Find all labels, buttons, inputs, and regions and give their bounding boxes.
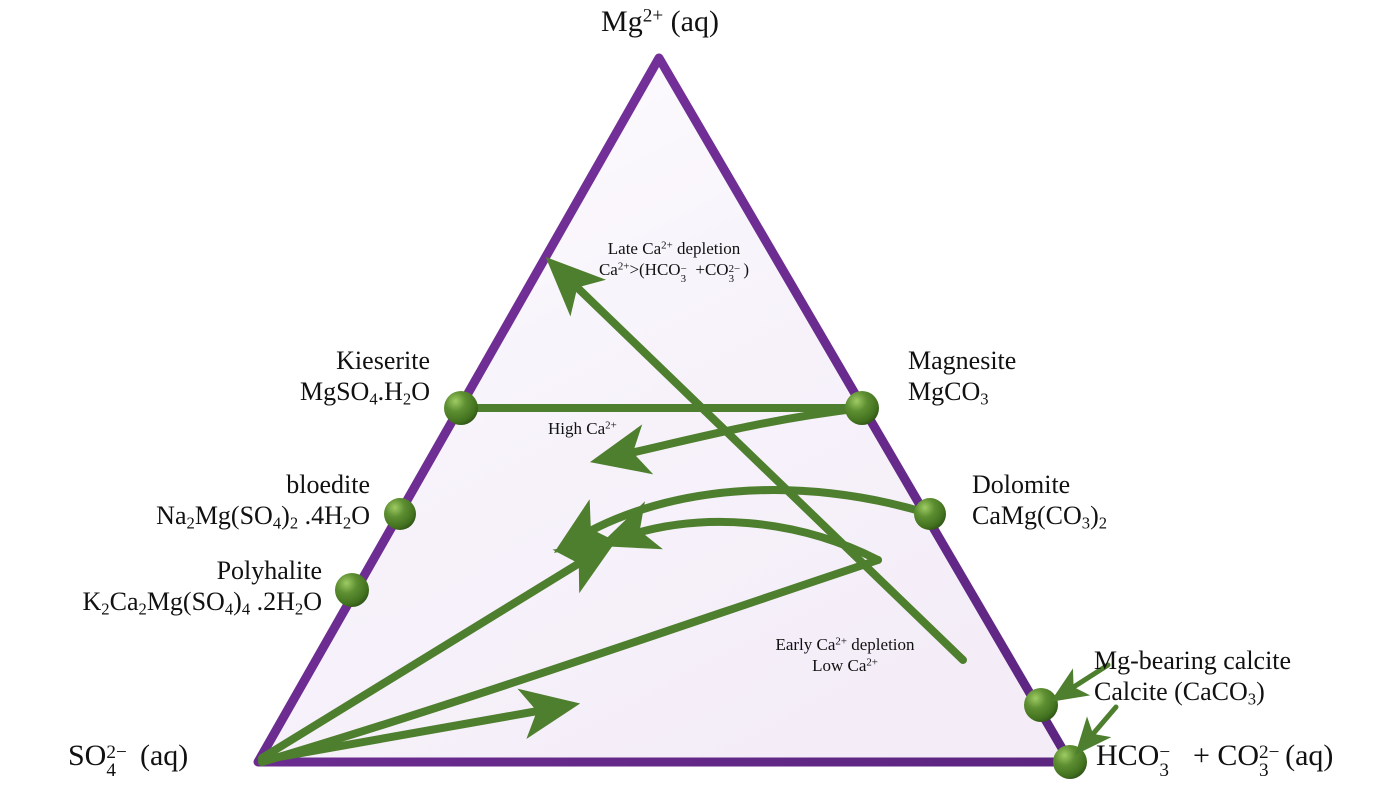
- early-ca-line2: Low Ca2+: [812, 656, 878, 676]
- kieserite-name: Kieserite: [336, 346, 430, 375]
- magnesite-formula: MgCO3: [908, 376, 989, 409]
- arrow-high-ca: [589, 404, 866, 475]
- calcite-name: Calcite (CaCO3): [1094, 676, 1265, 709]
- arrow-curve-lower-tail: [258, 556, 882, 766]
- arrow-curve-lower: [598, 501, 882, 564]
- pathway-arrows: [258, 256, 967, 766]
- mg-bearing-calcite-name: Mg-bearing calcite: [1094, 646, 1292, 675]
- node-kieserite[interactable]: [444, 391, 478, 425]
- bloedite-name: bloedite: [286, 470, 370, 499]
- dolomite-name: Dolomite: [972, 470, 1071, 499]
- mineral-label-dolomite: Dolomite CaMg(CO3)2: [972, 470, 1292, 531]
- leader-mg-bearing-calcite: [1050, 662, 1111, 702]
- polyhalite-formula: K2Ca2Mg(SO4)4 .2H2O: [82, 586, 322, 619]
- magnesite-name: Magnesite: [908, 346, 1017, 375]
- arrow-late-ca-depletion: [545, 256, 967, 664]
- arrow-fan-upper: [258, 540, 617, 762]
- annotation-early-ca-depletion: Early Ca2+ depletion Low Ca2+: [730, 634, 960, 677]
- mineral-label-magnesite: Magnesite MgCO3: [908, 346, 1208, 407]
- calcite-leader-arrows: [1050, 662, 1119, 755]
- node-bloedite[interactable]: [384, 498, 416, 530]
- arrow-fan-lower: [258, 688, 581, 764]
- annotation-high-ca: High Ca2+: [548, 418, 718, 439]
- vertex-label-mg: Mg2+ (aq): [601, 5, 719, 38]
- node-mg-bearing-calcite[interactable]: [1024, 688, 1058, 722]
- mineral-label-bloedite: bloedite Na2Mg(SO4)2 .4H2O: [30, 470, 370, 531]
- mineral-label-kieserite: Kieserite MgSO4.H2O: [130, 346, 430, 407]
- mineral-label-polyhalite: Polyhalite K2Ca2Mg(SO4)4 .2H2O: [0, 556, 322, 617]
- bloedite-formula: Na2Mg(SO4)2 .4H2O: [156, 500, 370, 533]
- late-ca-line1: Late Ca2+ depletion: [607, 239, 741, 258]
- node-polyhalite[interactable]: [335, 573, 369, 607]
- node-magnesite[interactable]: [845, 391, 879, 425]
- polyhalite-name: Polyhalite: [216, 556, 322, 585]
- early-ca-line1: Early Ca2+ depletion: [775, 635, 915, 654]
- node-dolomite[interactable]: [914, 498, 946, 530]
- mineral-nodes: [335, 391, 1087, 779]
- high-ca-line1: High Ca2+: [548, 419, 617, 438]
- mineral-label-calcites: Mg-bearing calcite Calcite (CaCO3): [1094, 646, 1376, 707]
- kieserite-formula: MgSO4.H2O: [299, 376, 430, 409]
- dolomite-formula: CaMg(CO3)2: [972, 500, 1108, 533]
- leader-calcite: [1075, 704, 1119, 755]
